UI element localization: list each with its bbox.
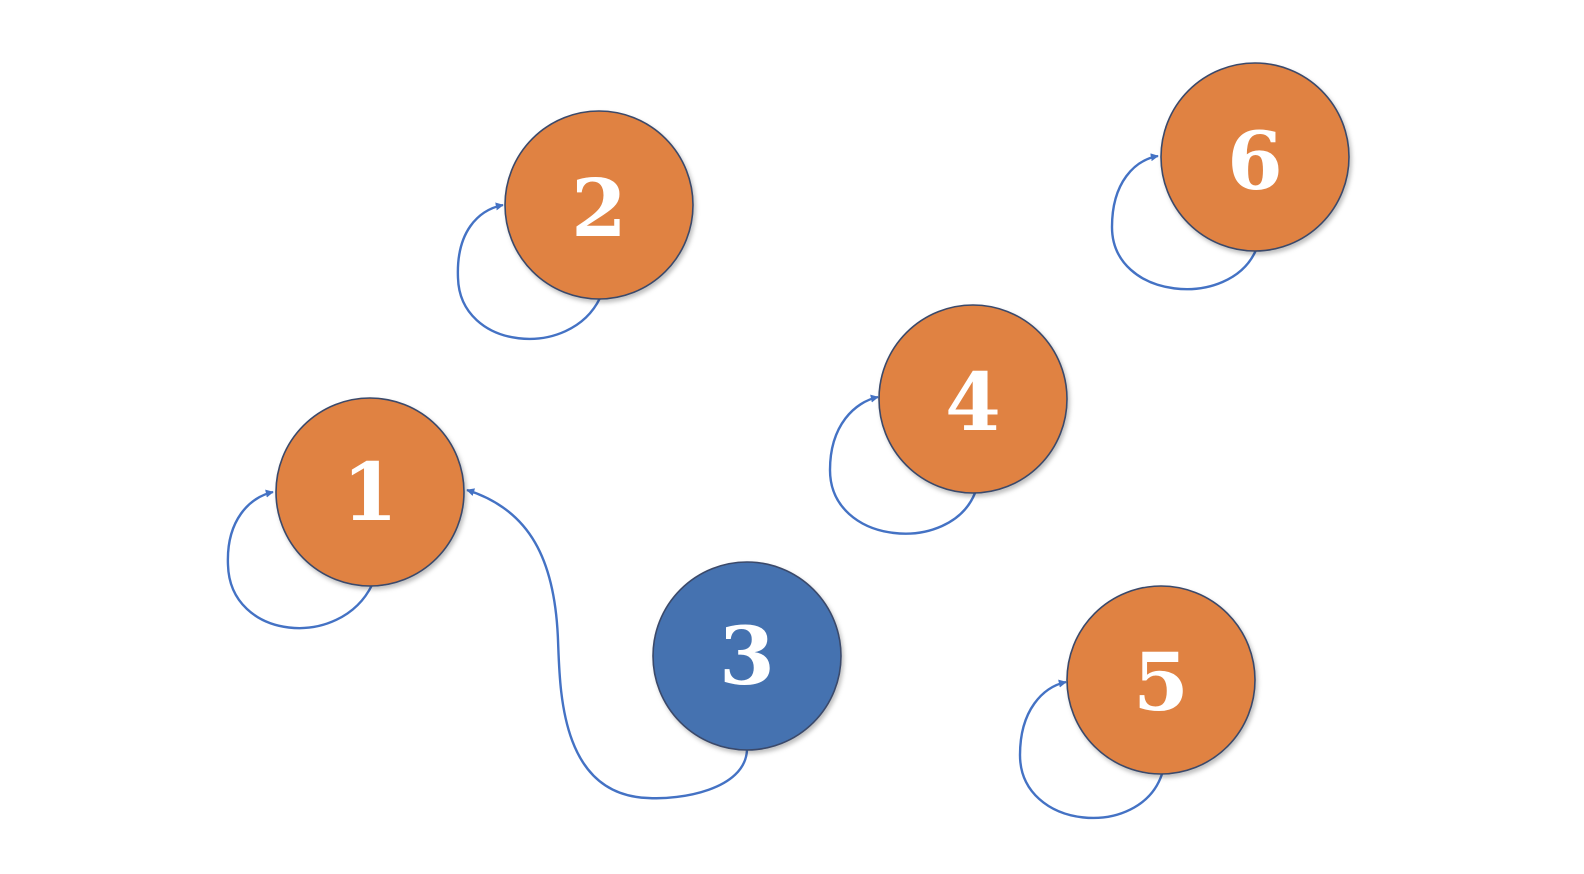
edge-6-to-6 bbox=[1110, 153, 1258, 291]
node-5-circle bbox=[1066, 585, 1256, 775]
node-3-label: 3 bbox=[719, 609, 775, 703]
node-6: 6 bbox=[1160, 62, 1350, 252]
node-6-circle bbox=[1160, 62, 1350, 252]
node-4-label: 4 bbox=[945, 355, 1001, 449]
node-2-label: 2 bbox=[571, 161, 627, 255]
node-4-circle bbox=[878, 304, 1068, 494]
edge-3-to-1 bbox=[466, 488, 749, 800]
node-3: 3 bbox=[652, 561, 842, 751]
edge-4-to-4 bbox=[828, 394, 977, 535]
edge-1-to-1 bbox=[226, 489, 374, 630]
node-3-circle bbox=[652, 561, 842, 751]
node-6-label: 6 bbox=[1227, 114, 1283, 208]
node-5: 5 bbox=[1066, 585, 1256, 775]
edge-5-to-5 bbox=[1018, 679, 1164, 820]
edge-2-to-2 bbox=[456, 202, 602, 341]
nodes: 1 2 3 4 5 6 bbox=[275, 62, 1350, 775]
node-2-circle bbox=[504, 110, 694, 300]
node-2: 2 bbox=[504, 110, 694, 300]
node-1-circle bbox=[275, 397, 465, 587]
node-1: 1 bbox=[275, 397, 465, 587]
node-1-label: 1 bbox=[342, 445, 398, 539]
edges bbox=[226, 153, 1258, 820]
node-5-label: 5 bbox=[1133, 635, 1189, 729]
node-4: 4 bbox=[878, 304, 1068, 494]
